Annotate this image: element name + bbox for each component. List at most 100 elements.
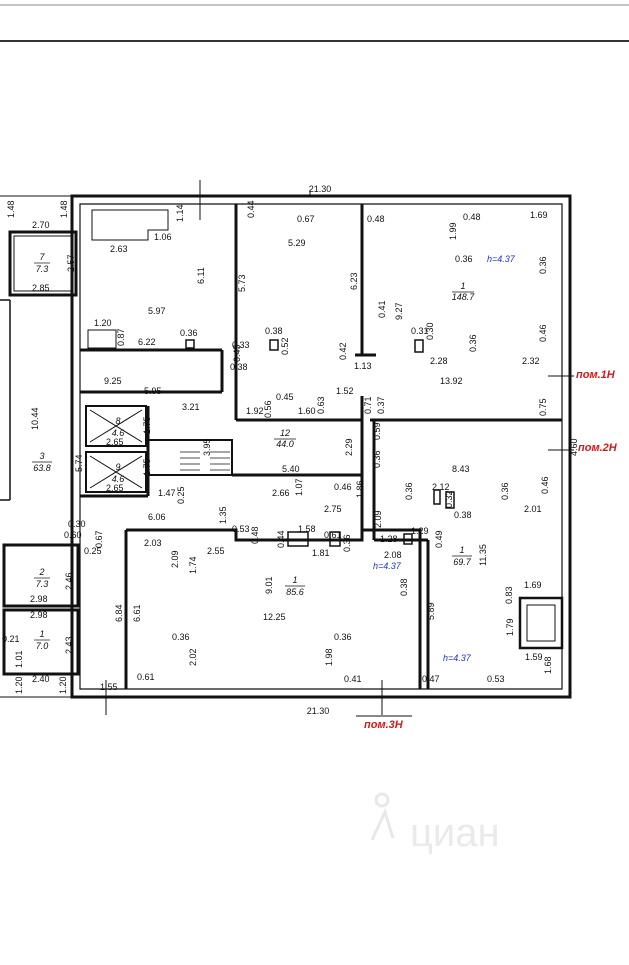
dim: 0.48 (463, 212, 481, 222)
dim: 0.38 (230, 362, 248, 372)
dim: 0.47 (422, 674, 440, 684)
shaft-2h (518, 596, 564, 650)
dim: 6.11 (196, 267, 206, 284)
dim: 2.75 (324, 504, 342, 514)
dim: 0.53 (232, 524, 250, 534)
dim: 5.40 (282, 464, 300, 474)
svg-text:12: 12 (280, 428, 290, 438)
height-label: h=4.37 (487, 254, 516, 264)
dim: 1.60 (298, 406, 316, 416)
dim: 0.38 (265, 326, 283, 336)
dim: 0.49 (434, 530, 444, 548)
dim: 0.36 (538, 256, 548, 274)
dim: 0.61 (137, 672, 155, 682)
dim: 5.97 (148, 306, 166, 316)
svg-text:8: 8 (115, 416, 120, 426)
dim: 1.20 (14, 676, 24, 694)
dim: 0.87 (116, 328, 126, 346)
dim: 1.74 (188, 556, 198, 574)
dim: 1.81 (312, 548, 330, 558)
left-room-7-box (8, 230, 78, 297)
dim: 2.03 (144, 538, 162, 548)
dim: 2.98 (30, 594, 48, 604)
room-a-niche (91, 209, 169, 241)
dim: 1.92 (246, 406, 264, 416)
svg-text:4.6: 4.6 (112, 474, 125, 484)
wall-3h (126, 528, 422, 689)
dim: 10.44 (30, 407, 40, 430)
dim: 0.33 (232, 340, 250, 350)
dim: 0.41 (377, 300, 387, 318)
dim-bottom-overall: 21.30 (307, 706, 330, 716)
dim: 0.36 (468, 334, 478, 352)
dim: 0.38 (454, 510, 472, 520)
dim: 0.61 (324, 530, 342, 540)
room-label: 1 85.6 (285, 575, 305, 597)
dim: 0.67 (94, 530, 104, 548)
watermark: циан (370, 792, 500, 855)
dim: 0.71 (363, 396, 373, 414)
dim: 0.44 (276, 530, 286, 548)
room-label: 12 44.0 (274, 428, 296, 449)
dim: 5.95 (144, 386, 162, 396)
dim: 1.59 (525, 652, 543, 662)
dim: 2.12 (432, 482, 450, 492)
left-block (0, 195, 80, 698)
room-label: 2 7.3 (34, 567, 50, 589)
dim: 1.69 (530, 210, 548, 220)
walls (70, 194, 572, 699)
dim: 0.83 (504, 586, 514, 604)
dim: 0.30 (425, 322, 435, 340)
svg-text:1: 1 (459, 545, 464, 555)
dim: 2.43 (64, 636, 74, 654)
svg-text:7: 7 (39, 252, 45, 262)
shaft-2h-inner (526, 604, 556, 642)
dim: 1.28 (380, 534, 398, 544)
dim: 1.55 (100, 682, 118, 692)
dim: 6.22 (138, 337, 156, 347)
dim: 2.08 (384, 550, 402, 560)
svg-text:4.6: 4.6 (112, 428, 125, 438)
dim: 2.70 (32, 220, 50, 230)
dim: 3.21 (182, 402, 200, 412)
dim: 2.65 (106, 483, 124, 493)
dim: 0.46 (538, 324, 548, 342)
room-label: 9 4.6 (112, 462, 125, 484)
svg-text:7.3: 7.3 (36, 264, 49, 274)
dim: 0.59 (372, 422, 382, 440)
svg-text:63.8: 63.8 (33, 463, 51, 473)
windows (105, 180, 574, 717)
dim: 2.40 (32, 674, 50, 684)
dim: 0.48 (367, 214, 385, 224)
svg-text:69.7: 69.7 (453, 557, 472, 567)
dim: 0.45 (276, 392, 294, 402)
premise-label-1h: пом.1Н (576, 369, 616, 381)
dim: 2.32 (522, 356, 540, 366)
dim: 2.98 (30, 610, 48, 620)
outer-wall-inner (79, 203, 563, 690)
left-room-7-inner (13, 235, 73, 292)
left-room-1-box (2, 608, 80, 676)
dim: 0.48 (250, 526, 260, 544)
dim: 0.31 (411, 326, 429, 336)
dim: 0.25 (176, 486, 186, 504)
dim: 1.52 (336, 386, 354, 396)
premise-label-3h: пом.3Н (364, 719, 404, 731)
svg-text:3: 3 (39, 451, 44, 461)
dim: 3.95 (202, 438, 212, 456)
dim: 1.68 (543, 656, 553, 674)
dim: 0.37 (376, 396, 386, 414)
dim: 2.09 (373, 510, 383, 528)
height-label: h=4.37 (443, 653, 472, 663)
height-marks: h=4.37 h=4.37 h=4.37 (373, 254, 516, 663)
dim: 1.75 (142, 416, 152, 434)
dim: 0.36 (342, 534, 352, 552)
dim: 0.36 (172, 632, 190, 642)
dim: 0.36 (334, 632, 352, 642)
dim: 1.75 (142, 458, 152, 476)
dim-top-overall: 21.30 (309, 184, 332, 194)
dim: 0.45 (232, 344, 242, 362)
room-labels: 1 148.7 1 69.7 1 85.6 12 44.0 3 63.8 7 7… (32, 252, 475, 651)
dim: 0.53 (487, 674, 505, 684)
